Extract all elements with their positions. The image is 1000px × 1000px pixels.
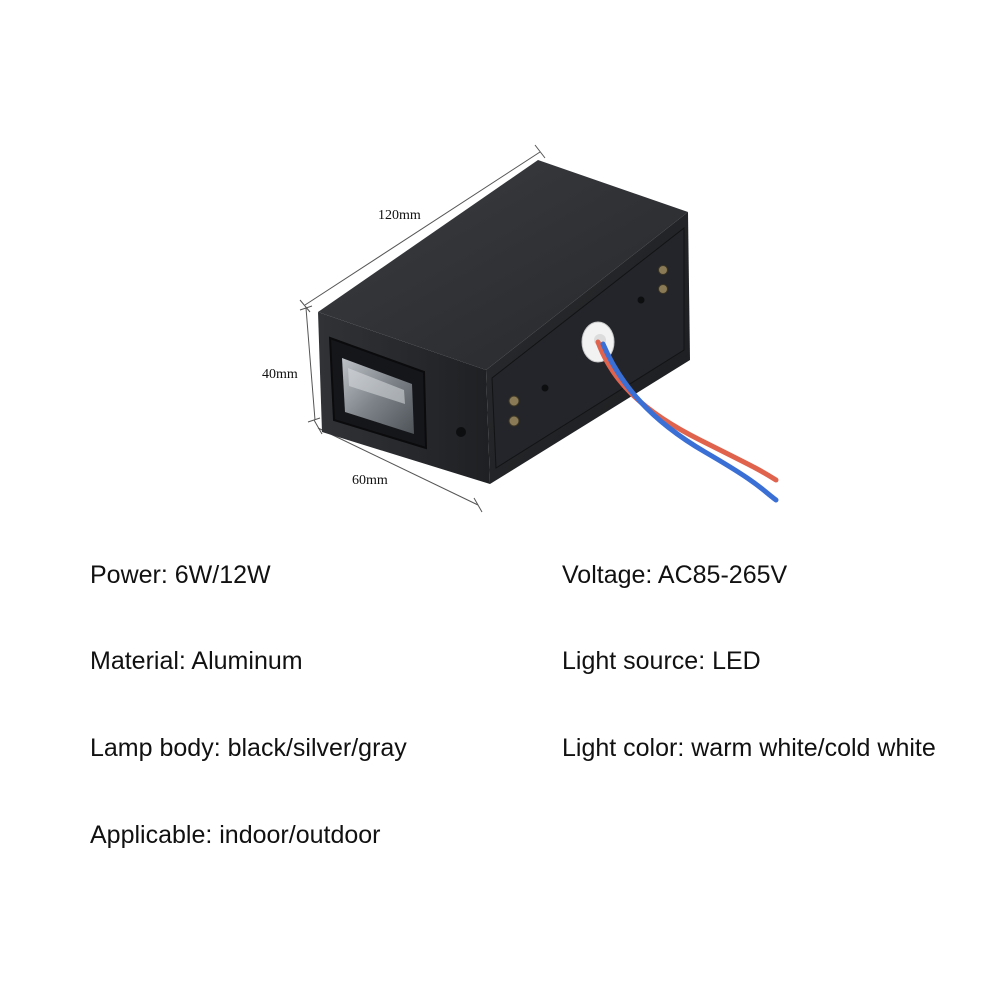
side-screws — [508, 265, 668, 427]
front-screw-hole — [456, 427, 466, 437]
height-dimension-label: 40mm — [262, 367, 298, 382]
spec-applicable: Applicable: indoor/outdoor — [90, 821, 381, 849]
spec-material: Material: Aluminum — [90, 647, 303, 675]
product-photo: 120mm 40mm 60mm — [262, 144, 779, 513]
length-dimension-label: 120mm — [378, 208, 421, 223]
dimension-lines — [299, 144, 546, 513]
housing-top-face — [318, 160, 688, 370]
width-dimension-label: 60mm — [352, 473, 388, 488]
spec-lamp-body: Lamp body: black/silver/gray — [90, 734, 407, 762]
lamp-housing — [318, 160, 690, 484]
power-cable — [595, 339, 779, 503]
spec-power: Power: 6W/12W — [90, 561, 271, 589]
spec-light-color: Light color: warm white/cold white — [562, 734, 936, 762]
spec-voltage: Voltage: AC85-265V — [562, 561, 788, 589]
spec-light-source: Light source: LED — [562, 647, 761, 675]
